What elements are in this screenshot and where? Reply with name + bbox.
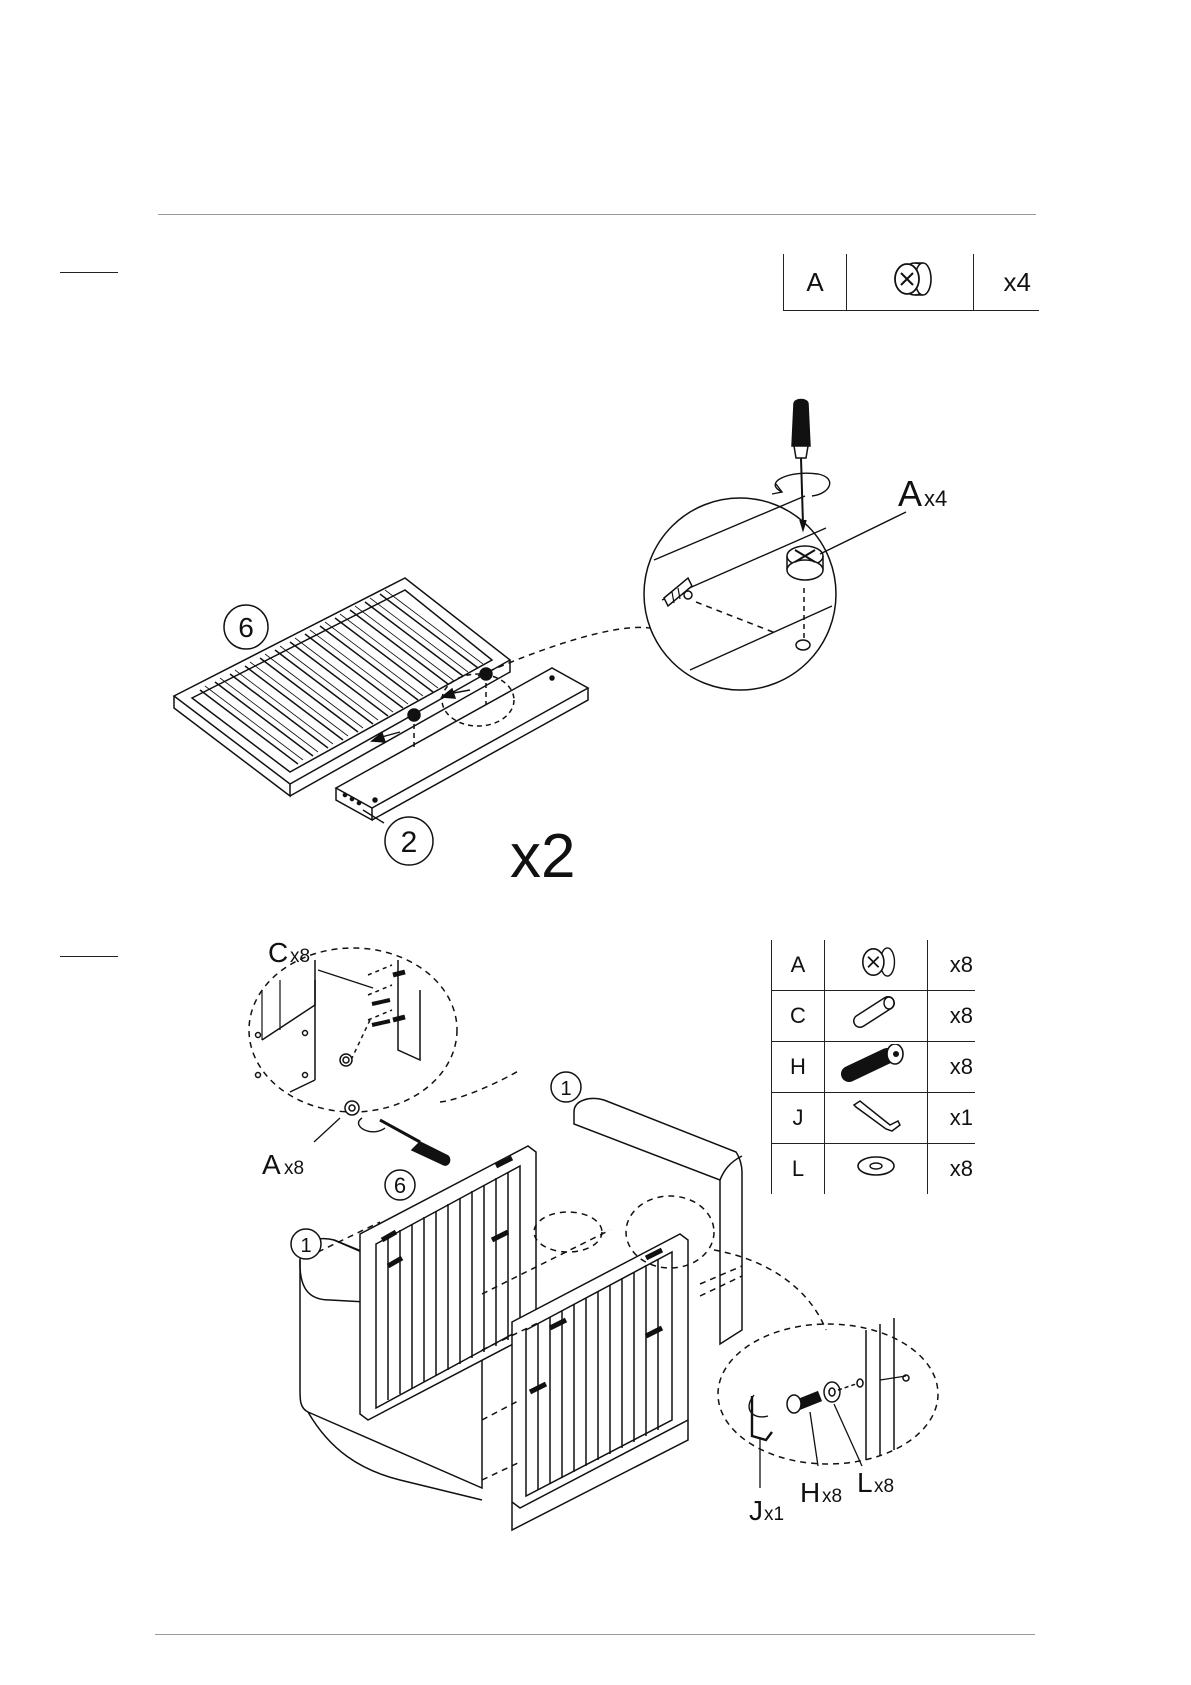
dowel-detail-zoom <box>249 948 520 1165</box>
callout-c-letter: C <box>268 937 288 968</box>
callout-l-qty: x8 <box>874 1476 894 1497</box>
callout-a-qty: x8 <box>284 1158 304 1179</box>
callout-h-qty: x8 <box>822 1486 842 1507</box>
callout-a-letter: A <box>262 1149 281 1180</box>
crib-side-front <box>512 1234 688 1530</box>
callout-j-qty: x1 <box>764 1504 784 1525</box>
callout-h-letter: H <box>800 1477 820 1508</box>
part-1-label-left: 1 <box>300 1235 311 1257</box>
part-1-label-right: 1 <box>560 1078 571 1100</box>
callout-c-qty: x8 <box>290 946 310 967</box>
bolt-detail-zoom <box>718 1318 938 1464</box>
callout-j-letter: J <box>749 1495 763 1526</box>
callout-l-letter: L <box>857 1467 873 1498</box>
part-6-label: 6 <box>394 1173 406 1198</box>
